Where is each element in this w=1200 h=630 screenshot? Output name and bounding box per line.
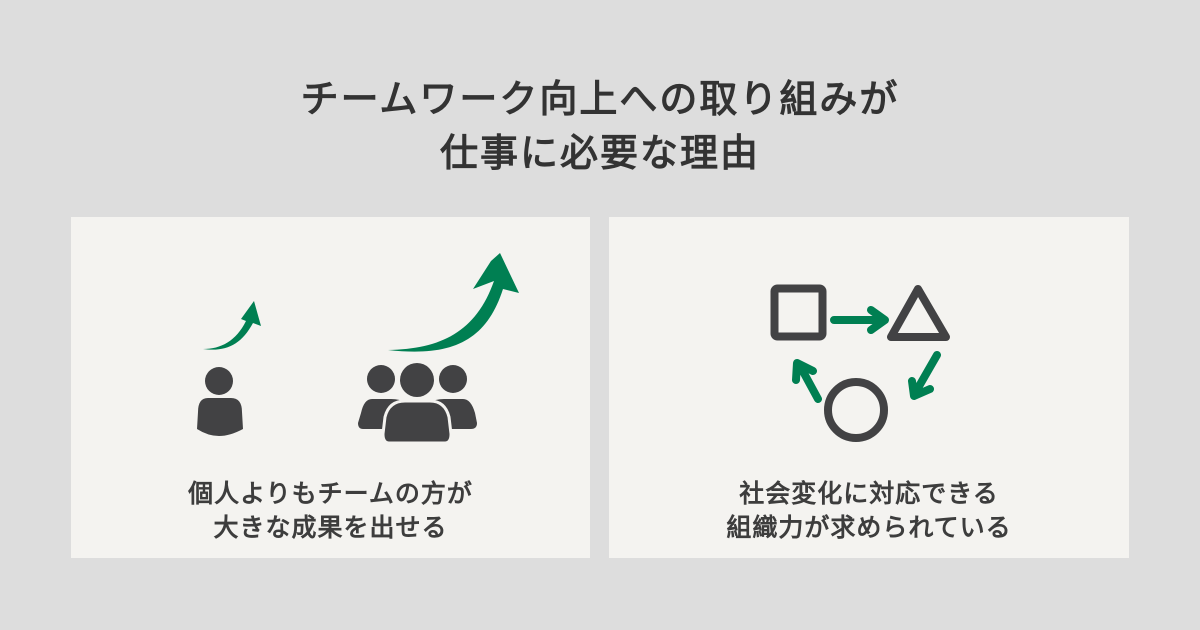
adaptation-cycle-illustration [770,284,950,442]
reason-card-social-change: 社会変化に対応できる 組織力が求められている [609,217,1129,558]
team-vs-individual-illustration [197,253,519,445]
arrow-square-to-triangle-icon [830,306,889,334]
card-caption: 社会変化に対応できる 組織力が求められている [609,477,1129,545]
large-growth-arrow-icon [388,253,519,352]
card-caption: 個人よりもチームの方が 大きな成果を出せる [71,477,590,545]
caption-line-2: 組織力が求められている [726,513,1012,542]
page-title: チームワーク向上への取り組みが 仕事に必要な理由 [0,72,1200,180]
title-line-2: 仕事に必要な理由 [439,131,760,175]
cycle-arrow-icons [792,306,941,403]
caption-line-1: 個人よりもチームの方が [188,479,473,508]
reason-card-team-results: 個人よりもチームの方が 大きな成果を出せる [71,217,590,558]
circle-icon [824,378,888,442]
square-icon [770,284,827,341]
small-growth-arrow-icon [203,301,261,350]
single-person-icon [197,367,243,436]
arrow-circle-to-square-icon [792,359,822,403]
caption-line-2: 大きな成果を出せる [213,513,448,542]
triangle-icon [887,285,950,341]
caption-line-1: 社会変化に対応できる [739,479,999,508]
group-people-icon [358,361,477,445]
title-line-1: チームワーク向上への取り組みが [300,77,900,121]
arrow-triangle-to-circle-icon [908,351,941,400]
